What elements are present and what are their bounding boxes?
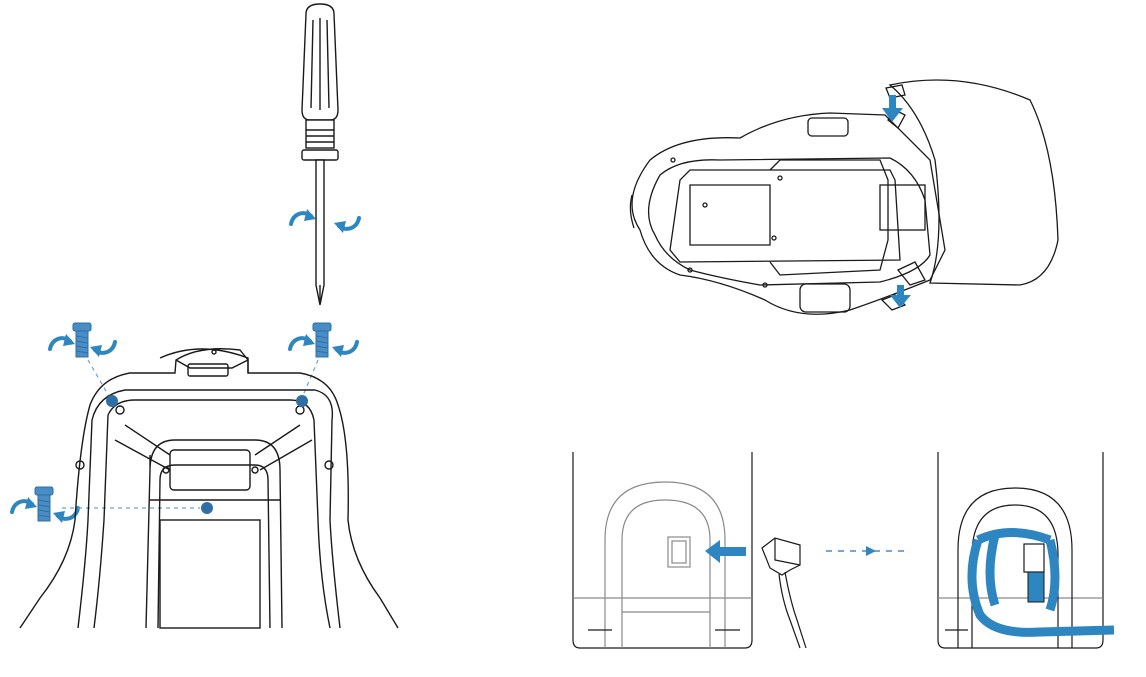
down-arrow-icon [890,285,911,308]
rotate-arrow-icon [10,495,39,514]
down-arrow-icon [882,95,903,122]
rotate-arrow-icon [289,207,318,226]
screw-icon [34,486,54,522]
rotate-arrow-icon [48,332,77,351]
screw-icon [312,322,332,358]
screw-hole [296,395,308,407]
dashed-arrow-icon [826,546,910,556]
screw-removal-panel [10,3,399,629]
mower-chassis [19,348,399,629]
screw-hole [201,502,213,514]
cable-connection-panel [572,452,1104,649]
rotate-arrow-icon [88,340,117,359]
cover-clip-panel [629,79,1059,315]
coiled-cable [967,528,1115,637]
rotate-arrow-icon [332,216,361,235]
rotate-arrow-icon [330,340,359,359]
screw-icon [72,322,92,358]
screwdriver-icon [301,3,339,306]
right-arrow-icon [705,540,746,563]
rotate-arrow-icon [288,332,317,351]
connector-plug [1027,571,1045,603]
power-plug-icon [761,537,807,649]
connector-socket [1023,543,1045,573]
screw-hole [106,395,118,407]
